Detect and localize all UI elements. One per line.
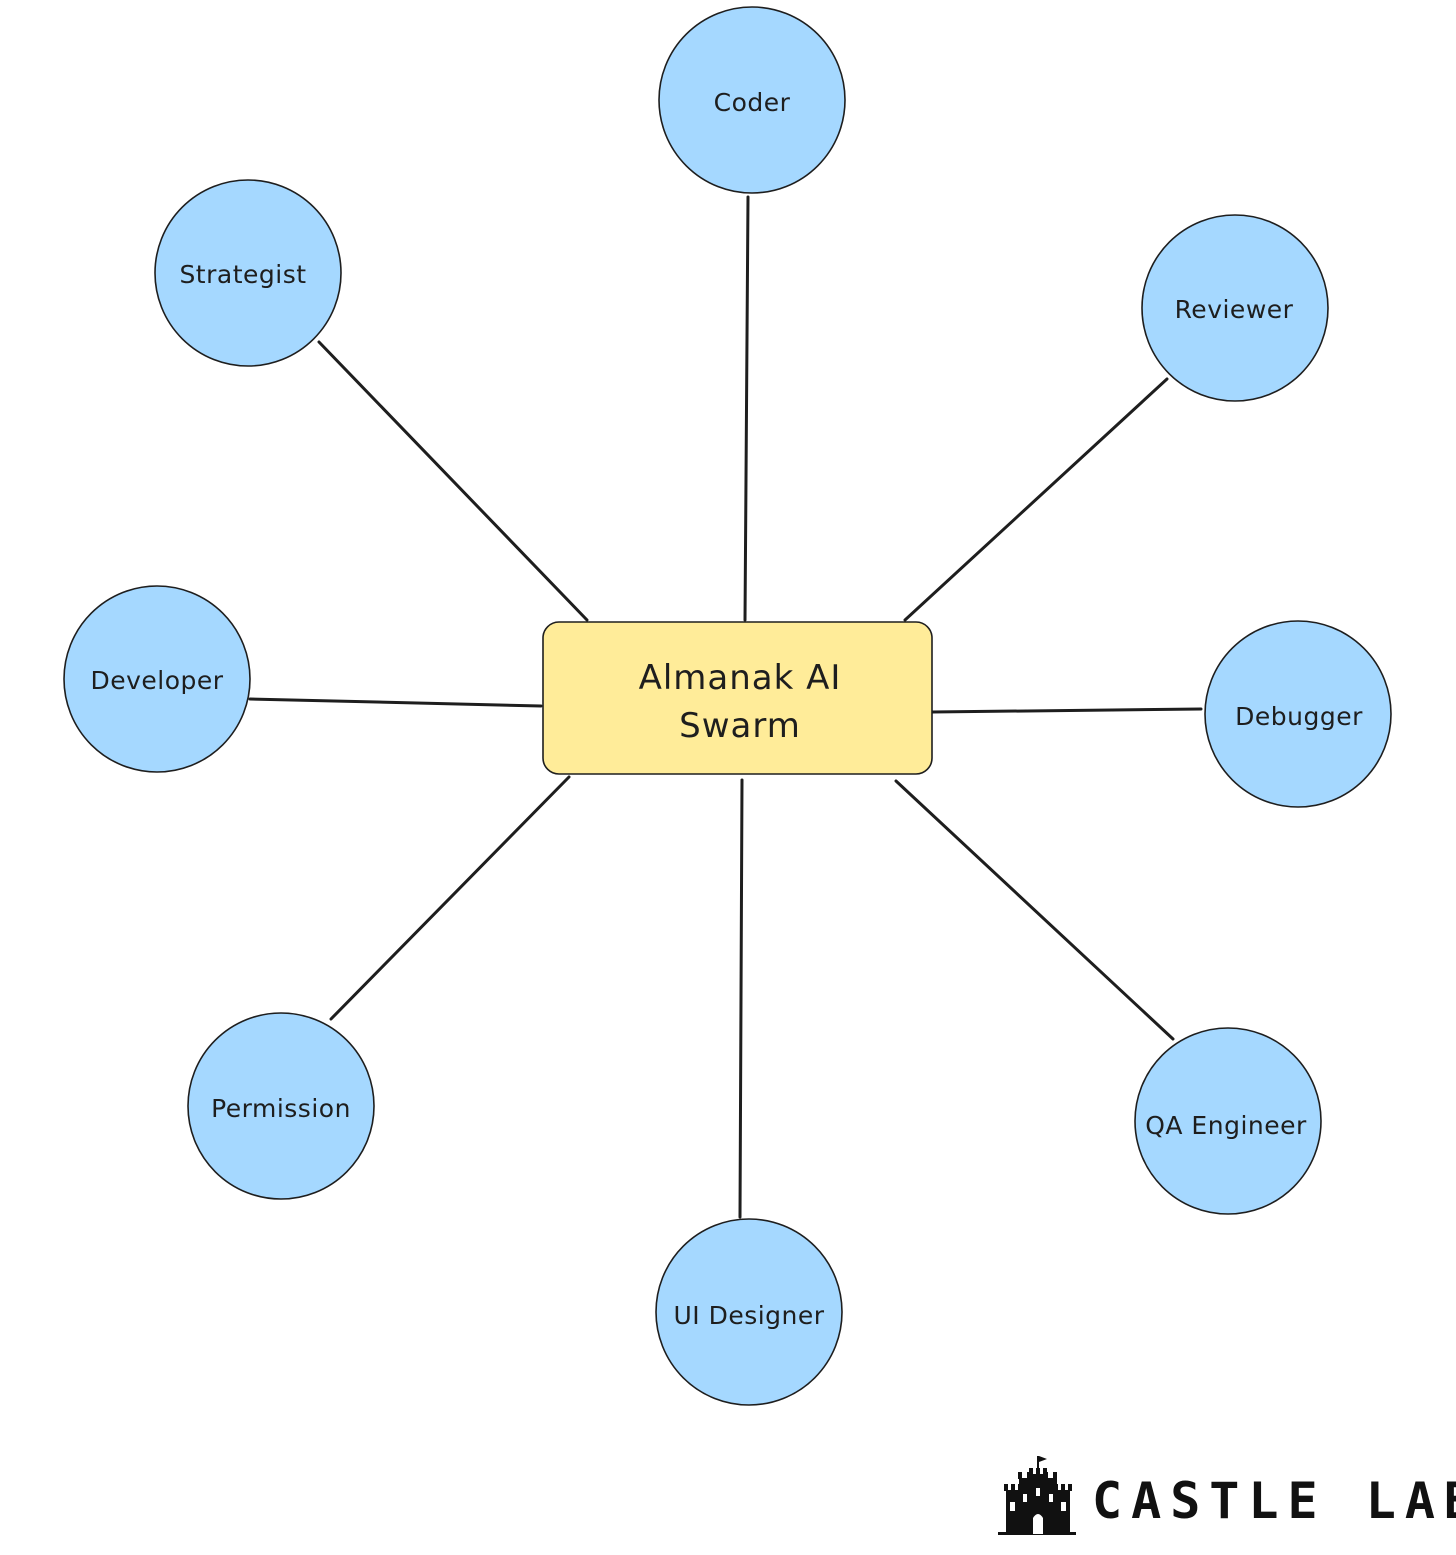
agent-node-permission[interactable]: Permission: [187, 1012, 375, 1200]
agent-node-strategist[interactable]: Strategist: [154, 179, 342, 367]
agent-circle: [658, 6, 846, 194]
edge-permission: [329, 775, 571, 1021]
agent-circle: [1204, 620, 1392, 808]
agent-circle: [1134, 1027, 1322, 1215]
hub-label-line2: Swarm: [679, 706, 801, 746]
agent-node-ui-designer[interactable]: UI Designer: [655, 1218, 843, 1406]
agent-label: Strategist: [179, 260, 306, 289]
castle-icon: [998, 1456, 1076, 1535]
agent-label: Debugger: [1235, 702, 1363, 731]
edge-ui-designer: [738, 778, 744, 1219]
hub-box: [542, 621, 933, 775]
agent-circle: [63, 585, 251, 773]
brand-name: CASTLE LABS: [1092, 1472, 1456, 1530]
agent-circle: [1141, 214, 1329, 402]
agent-label: Developer: [90, 666, 223, 695]
edge-debugger: [930, 707, 1203, 714]
agent-circle: [655, 1218, 843, 1406]
edge-reviewer: [903, 377, 1169, 622]
agent-label: Coder: [714, 88, 791, 117]
brand-logo: CASTLE LABS: [998, 1456, 1456, 1535]
agent-circle: [154, 179, 342, 367]
connector-lines: [248, 195, 1203, 1219]
agent-label: Permission: [211, 1094, 351, 1123]
hub-label-line1: Almanak AI: [639, 658, 842, 698]
agent-node-qa-engineer[interactable]: QA Engineer: [1134, 1027, 1322, 1215]
agent-circle: [187, 1012, 375, 1200]
agent-node-debugger[interactable]: Debugger: [1204, 620, 1392, 808]
agent-label: QA Engineer: [1145, 1111, 1307, 1140]
agent-node-reviewer[interactable]: Reviewer: [1141, 214, 1329, 402]
agent-node-coder[interactable]: Coder: [658, 6, 846, 194]
agent-node-developer[interactable]: Developer: [63, 585, 251, 773]
edge-qa-engineer: [894, 779, 1175, 1041]
edge-coder: [743, 195, 750, 622]
agent-label: UI Designer: [673, 1301, 824, 1330]
agent-label: Reviewer: [1175, 295, 1294, 324]
hub-node[interactable]: Almanak AI Swarm: [542, 621, 933, 775]
edge-strategist: [317, 340, 589, 622]
edge-developer: [248, 697, 543, 708]
